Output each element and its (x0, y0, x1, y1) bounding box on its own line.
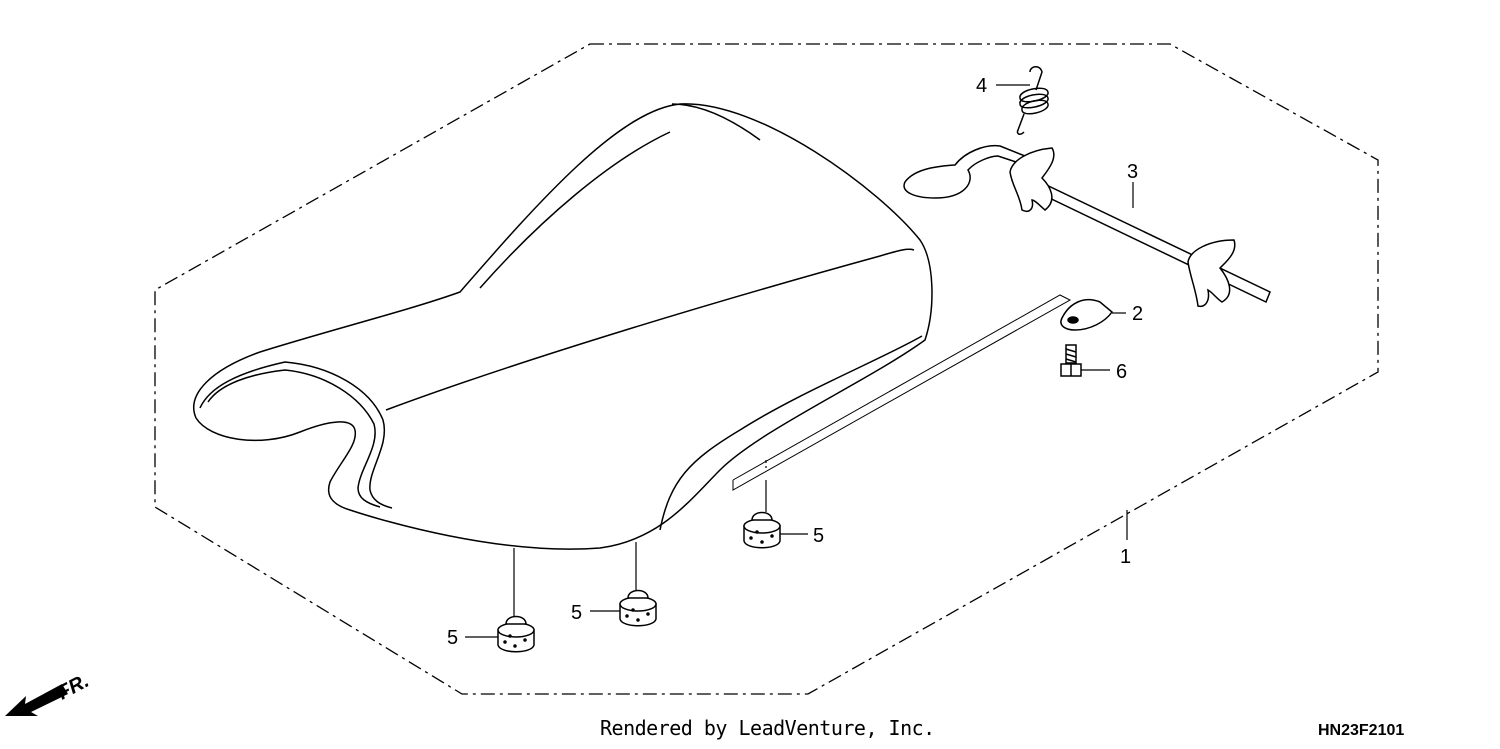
seat-rear-rim (199, 361, 393, 509)
callout-6: 6 (1116, 361, 1127, 383)
cushion-part-5-right[interactable] (743, 511, 781, 549)
callout-4: 4 (976, 75, 987, 97)
assembly-boundary (154, 43, 1379, 695)
callout-3: 3 (1127, 161, 1138, 183)
diagram-code: HN23F2101 (1318, 722, 1405, 739)
seat-outline (193, 103, 933, 550)
render-credit: Rendered by LeadVenture, Inc. (600, 716, 935, 740)
seat-center-seam (385, 248, 915, 411)
front-arrow-icon (5, 684, 68, 716)
seat-side-seam (659, 335, 923, 531)
front-direction-marker: FR. (5, 670, 93, 716)
plate-part-2[interactable] (1060, 298, 1114, 331)
seat-top-crease (479, 131, 671, 289)
latch-bracket-front (1009, 147, 1055, 212)
callout-5-left: 5 (447, 627, 458, 649)
front-label: FR. (54, 670, 93, 705)
callout-1: 1 (1120, 546, 1131, 568)
seat-assembly[interactable] (193, 103, 933, 550)
mounting-plane (732, 294, 1072, 491)
callout-2: 2 (1132, 303, 1143, 325)
callout-5-middle: 5 (571, 602, 582, 624)
latch-bracket-rear (1187, 239, 1236, 308)
seat-rear-rim-inner (207, 369, 381, 508)
callout-5-right: 5 (813, 525, 824, 547)
bolt-part-6[interactable] (1060, 344, 1082, 377)
latch-rod-part-3[interactable] (903, 144, 1271, 308)
spring-part-4[interactable] (1016, 66, 1049, 135)
leader-lines (465, 84, 1134, 638)
cushion-part-5-middle[interactable] (619, 589, 657, 627)
seat-nose (671, 103, 761, 141)
latch-handle (903, 144, 1031, 199)
cushion-part-5-left[interactable] (497, 615, 535, 653)
